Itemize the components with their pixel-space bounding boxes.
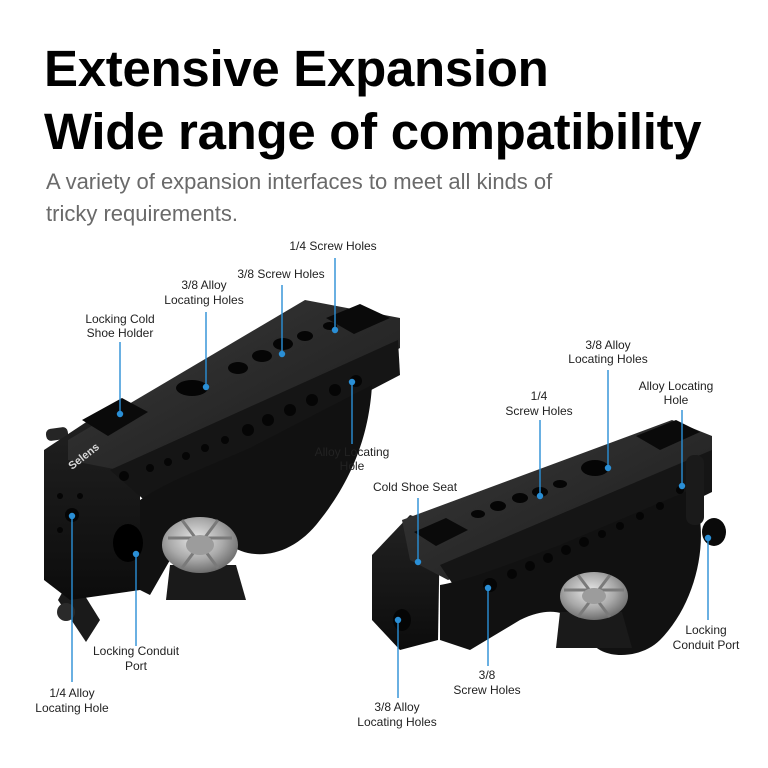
label-right-3-8-alloy-bottom-line1: 3/8 Alloy (374, 700, 420, 714)
label-right-conduit-line2: Conduit Port (672, 638, 740, 652)
label-left-alloy-hole-line2: Hole (339, 459, 365, 473)
label-right-1-4-line2: Screw Holes (505, 404, 573, 418)
label-right-3-8-screw-line1: 3/8 (478, 668, 496, 682)
label-left-conduit-line1: Locking Conduit (92, 644, 180, 658)
label-left-cold-shoe-line1: Locking Cold (85, 312, 155, 326)
label-right-3-8-alloy-line1: 3/8 Alloy (585, 338, 631, 352)
label-left-1-4-screw-holes: 1/4 Screw Holes (289, 239, 377, 253)
label-right-alloy-hole-line1: Alloy Locating (638, 379, 714, 393)
label-right-1-4-line1: 1/4 (530, 389, 548, 403)
label-right-3-8-alloy-line2: Locating Holes (568, 352, 648, 366)
subtitle-line-1: A variety of expansion interfaces to mee… (46, 169, 553, 194)
right-handle (372, 420, 726, 655)
label-left-3-8-alloy-line1: 3/8 Alloy (181, 278, 227, 292)
label-left-3-8-screw-holes: 3/8 Screw Holes (237, 267, 325, 281)
left-handle: Selens (44, 300, 400, 642)
label-left-1-4-alloy-line2: Locating Hole (35, 701, 109, 715)
label-right-3-8-screw-line2: Screw Holes (453, 683, 521, 697)
label-left-1-4-alloy-line1: 1/4 Alloy (49, 686, 95, 700)
headline-line-2: Wide range of compatibility (44, 103, 702, 160)
subtitle-line-2: tricky requirements. (46, 201, 238, 226)
label-right-conduit-line1: Locking (685, 623, 727, 637)
label-right-alloy-hole-line2: Hole (663, 393, 689, 407)
label-left-conduit-line2: Port (124, 659, 148, 673)
label-left-3-8-alloy-line2: Locating Holes (164, 293, 244, 307)
label-right-cold-shoe-seat: Cold Shoe Seat (372, 480, 458, 494)
callout-lines (68, 258, 712, 698)
headline-line-1: Extensive Expansion (44, 40, 549, 97)
label-right-3-8-alloy-bottom-line2: Locating Holes (357, 715, 437, 729)
label-left-cold-shoe-line2: Shoe Holder (86, 326, 154, 340)
label-left-alloy-hole-line1: Alloy Locating (314, 445, 390, 459)
